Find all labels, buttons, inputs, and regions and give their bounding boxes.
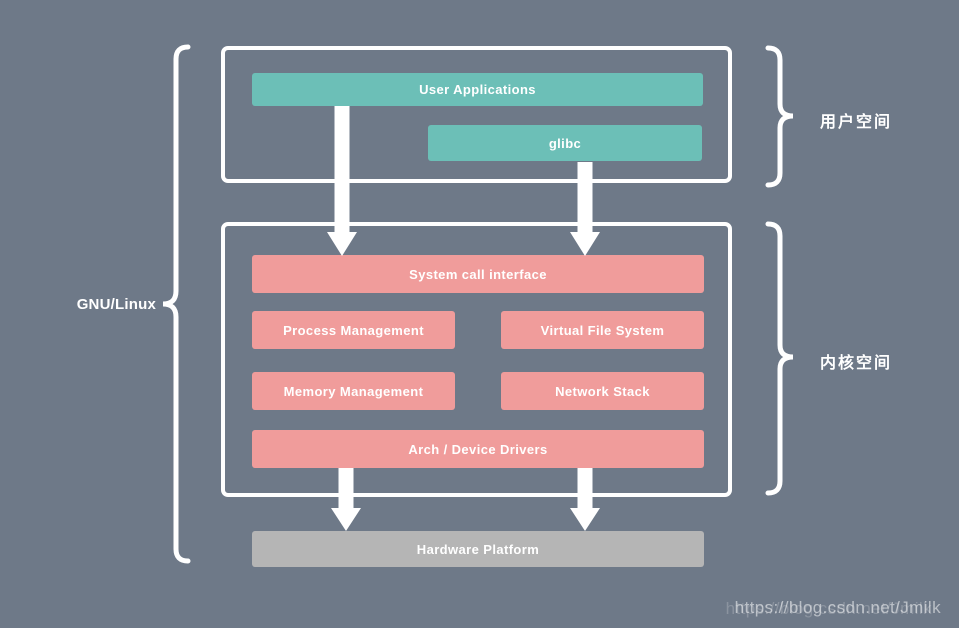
user-space-box — [221, 46, 732, 183]
bar-network-stack: Network Stack — [501, 372, 704, 410]
kernel-space-brace — [765, 221, 794, 496]
kernel-space-label: 内核空间 — [820, 355, 893, 372]
gnu-linux-brace — [162, 44, 191, 564]
kernel-space-box — [221, 222, 732, 497]
gnu-linux-label: GNU/Linux — [76, 296, 156, 313]
bar-hardware-platform: Hardware Platform — [252, 531, 704, 567]
bar-virtual-file-system: Virtual File System — [501, 311, 704, 349]
user-space-label: 用户空间 — [820, 114, 893, 131]
bar-memory-management: Memory Management — [252, 372, 455, 410]
bar-system-call-interface: System call interface — [252, 255, 704, 293]
bar-glibc: glibc — [428, 125, 702, 161]
watermark: https://blog.csdn.net/Jmilk — [734, 598, 941, 617]
bar-user-applications: User Applications — [252, 73, 703, 106]
bar-arch-device-drivers: Arch / Device Drivers — [252, 430, 704, 468]
user-space-brace — [765, 45, 794, 188]
bar-process-management: Process Management — [252, 311, 455, 349]
